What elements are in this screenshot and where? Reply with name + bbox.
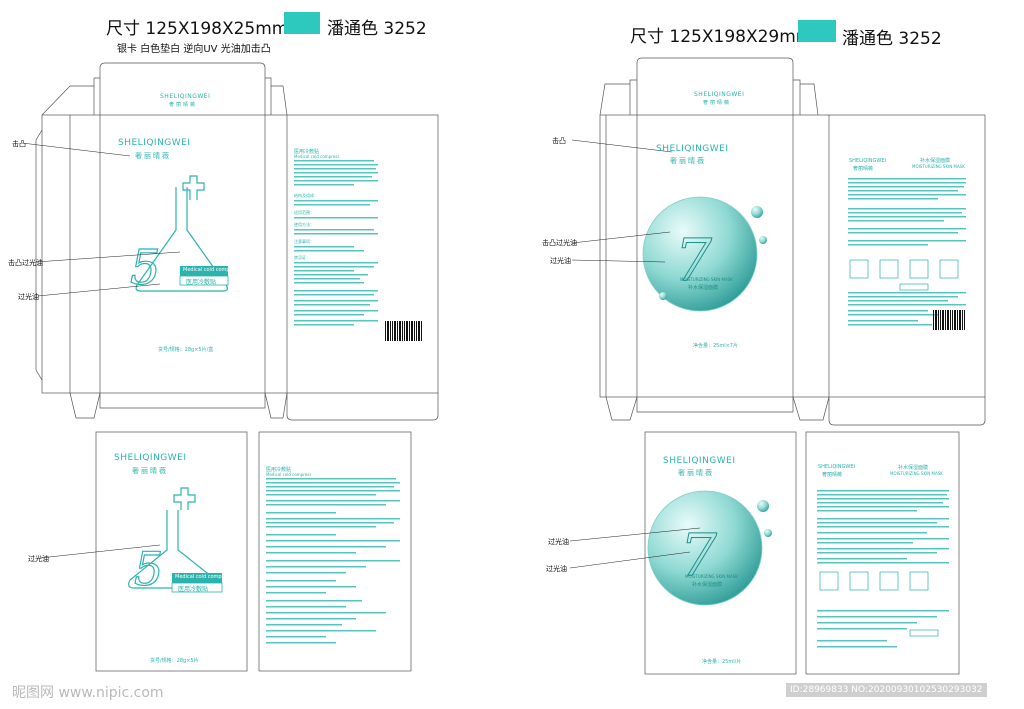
- left-pantone-swatch: [284, 12, 320, 34]
- svg-text:7: 7: [675, 226, 712, 294]
- right-callout-3: 过光油: [550, 257, 571, 265]
- left-front-product-en: Medical cold compress: [183, 267, 240, 273]
- image-id-bar: ID:28969833 NO:20200930102530293032: [786, 683, 987, 697]
- flat-left-product-en: Medical cold compress: [175, 574, 232, 580]
- right-front-brand-en: SHELIQINGWEI: [656, 144, 729, 154]
- right-back-subtitle: MOISTURIZING SKIN MASK: [912, 164, 965, 169]
- left-callout-3: 过光油: [18, 293, 39, 301]
- left-front-spec: 货号/规格：28g×5片/盒: [158, 347, 214, 353]
- right-pantone-swatch: [798, 20, 836, 42]
- flat-right-product-en: MOISTURIZING SKIN MASK: [685, 574, 738, 579]
- flat-right-product-cn: 补水保湿面膜: [692, 582, 723, 588]
- right-flap-brand-en: SHELIQINGWEI: [694, 91, 745, 98]
- right-back-brand-en: SHELIQINGWEI: [849, 158, 886, 164]
- left-flap-brand-en: SHELIQINGWEI: [160, 93, 211, 100]
- left-process-note: 银卡 白色垫白 逆向UV 光油加击凸: [117, 44, 271, 55]
- flat-right-brand-cn: 奢丽晴薇: [678, 469, 714, 477]
- flat-right-spec: 净含量：25ml/片: [702, 659, 742, 665]
- left-size-title: 尺寸 125X198X25mm: [106, 19, 289, 39]
- flat-right-callout-2: 过光油: [546, 565, 567, 573]
- flat-left-brand-cn: 奢丽晴薇: [132, 467, 168, 475]
- flat-left-back-title: 医用冷敷贴: [266, 467, 292, 473]
- left-front-product-cn: 医用冷敷贴: [186, 279, 217, 286]
- flat-left-back-subtitle: Medical cold compress: [266, 472, 312, 477]
- left-flap-brand-cn: 奢丽晴薇: [169, 102, 198, 108]
- left-back-title: 医用冷敷贴: [294, 149, 320, 155]
- svg-text:7: 7: [680, 521, 717, 589]
- left-front-brand-cn: 奢丽晴薇: [135, 152, 171, 160]
- flat-right-back-brand-cn: 奢丽晴薇: [822, 472, 843, 478]
- flat-left-spec: 货号/规格：28g×5片: [150, 658, 199, 664]
- left-pantone-label: 潘通色 3252: [327, 19, 427, 39]
- left-front-brand-en: SHELIQINGWEI: [118, 138, 191, 148]
- flat-right-brand-en: SHELIQINGWEI: [663, 456, 736, 466]
- left-back-section-2: 适用范围：: [294, 210, 314, 215]
- right-pantone-label: 潘通色 3252: [842, 29, 942, 49]
- flat-right-back-brand-en: SHELIQINGWEI: [818, 464, 855, 470]
- flat-left-callout: 过光油: [28, 555, 49, 563]
- left-back-subtitle: Medical cold compress: [294, 154, 340, 159]
- left-back-section-4: 注意事项：: [294, 239, 314, 244]
- right-callout-2: 击凸过光油: [542, 239, 577, 247]
- left-callout-2: 击凸过光油: [8, 259, 43, 267]
- right-front-product-en: MOISTURIZING SKIN MASK: [680, 277, 733, 282]
- watermark: 昵图网 www.nipic.com: [12, 685, 164, 701]
- right-front-spec: 净含量：25ml×7片: [693, 343, 738, 349]
- svg-text:5: 5: [134, 542, 163, 596]
- right-callout-1: 击凸: [552, 137, 566, 145]
- left-back-section-3: 使用方法：: [294, 222, 314, 227]
- svg-text:5: 5: [130, 240, 161, 296]
- flat-left-product-cn: 医用冷敷贴: [178, 586, 209, 593]
- right-size-title: 尺寸 125X198X29mm: [630, 27, 813, 47]
- left-back-section-5: 禁忌证：: [294, 255, 310, 260]
- right-front-product-cn: 补水保湿面膜: [688, 285, 719, 291]
- flat-right-callout-1: 过光油: [548, 538, 569, 546]
- flat-left-brand-en: SHELIQINGWEI: [114, 453, 187, 463]
- right-back-brand-cn: 奢丽晴薇: [853, 166, 874, 172]
- flat-right-back-subtitle: MOISTURIZING SKIN MASK: [890, 471, 943, 476]
- right-back-title: 补水保湿面膜: [920, 158, 951, 164]
- flat-right-back-title: 补水保湿面膜: [898, 465, 929, 471]
- right-flap-brand-cn: 奢丽晴薇: [703, 100, 732, 106]
- left-back-section-1: 结构及组成：: [294, 193, 318, 198]
- right-front-brand-cn: 奢丽晴薇: [670, 157, 706, 165]
- left-callout-1: 击凸: [12, 140, 26, 148]
